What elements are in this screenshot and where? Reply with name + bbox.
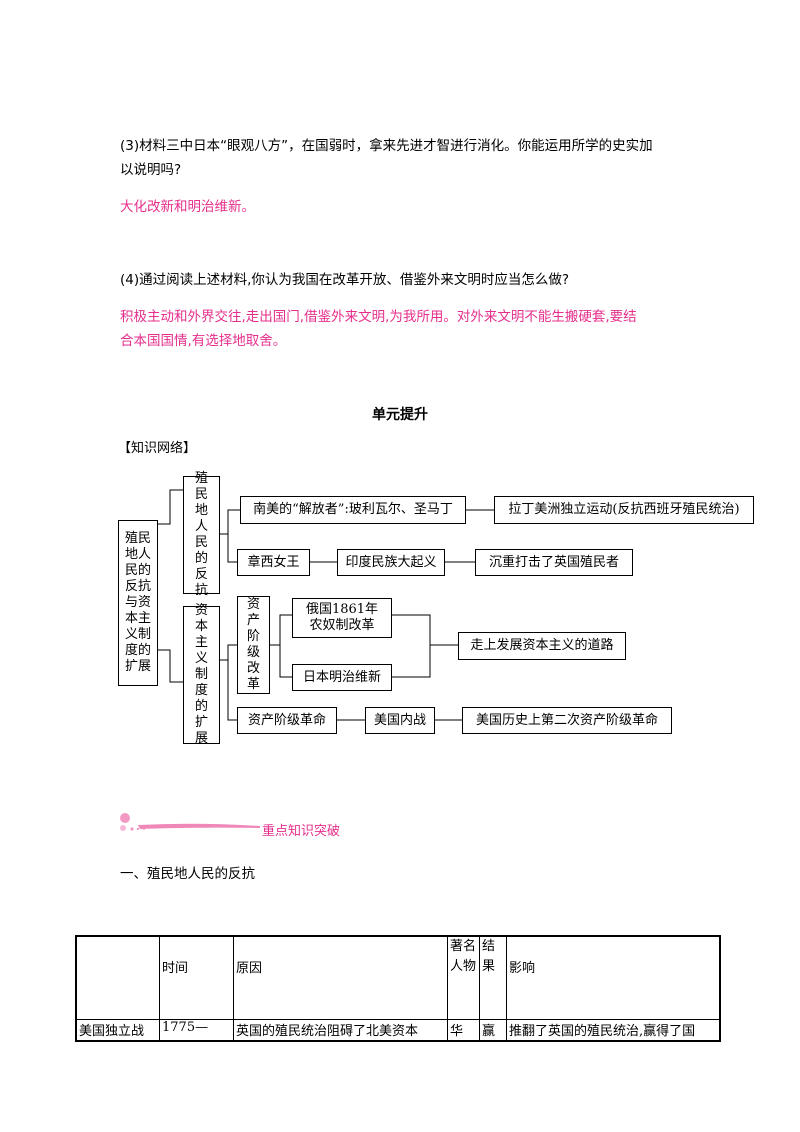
table-row: 美国独立战 1775— 英国的殖民统治阻碍了北美资本 华 赢 推翻了英国的殖民统… xyxy=(75,1019,721,1042)
resistance-table: 时间 原因 著名人物 结果 影响 美国独立战 1775— 英国的殖民统治阻碍了北… xyxy=(75,935,721,1042)
table-header-row: 时间 原因 著名人物 结果 影响 xyxy=(75,935,721,1020)
network-root: 殖民地人民的反抗与资本主义制度的扩展 xyxy=(118,520,158,686)
box-latin-america-independence: 拉丁美洲独立运动(反抗西班牙殖民统治) xyxy=(494,496,754,524)
cell-time: 1775— xyxy=(159,1019,234,1042)
header-cell-time: 时间 xyxy=(159,935,234,1020)
box-meiji-restoration: 日本明治维新 xyxy=(292,664,392,691)
q3-answer: 大化改新和明治维新。 xyxy=(120,199,255,215)
network-branch-colonial-resistance: 殖民地人民的反抗 xyxy=(183,471,220,598)
box-american-civil-war: 美国内战 xyxy=(365,707,435,734)
diagram-connector-lines xyxy=(158,489,494,721)
cell-impact: 推翻了英国的殖民统治,赢得了国 xyxy=(506,1019,721,1042)
network-branch-capitalism-expansion: 资本主义制度的扩展 xyxy=(183,603,220,746)
cell-result: 赢 xyxy=(479,1019,507,1042)
branch2-text: 资本主义制度的扩展 xyxy=(194,603,208,746)
header-cell-impact: 影响 xyxy=(506,935,721,1020)
cell-event: 美国独立战 xyxy=(75,1019,160,1042)
header-cell-figures: 著名人物 xyxy=(447,935,480,1020)
q3-line1: (3)材料三中日本“眼观八方”，在国弱时，拿来先进才智进行消化。你能运用所学的史… xyxy=(120,138,653,154)
cell-cause: 英国的殖民统治阻碍了北美资本 xyxy=(233,1019,448,1042)
section-heading-colonial-resistance: 一、殖民地人民的反抗 xyxy=(120,866,255,882)
box-rani-of-jhansi: 章西女王 xyxy=(237,549,310,576)
q3-line2: 以说明吗? xyxy=(120,162,182,178)
unit-title: 单元提升 xyxy=(372,407,428,423)
box-blow-to-british: 沉重打击了英国殖民者 xyxy=(475,549,633,576)
box-bourgeois-revolution: 资产阶级革命 xyxy=(237,707,337,734)
header-cell-result: 结果 xyxy=(479,935,507,1020)
box-bourgeois-reform: 资产阶级改革 xyxy=(237,596,270,694)
box-second-revolution: 美国历史上第二次资产阶级革命 xyxy=(462,707,672,734)
branch1-text: 殖民地人民的反抗 xyxy=(194,471,208,598)
highlight-heading: 重点知识突破 xyxy=(262,824,341,839)
box-liberators: 南美的“解放者”:玻利瓦尔、圣马丁 xyxy=(240,496,466,524)
network-label: 【知识网络】 xyxy=(118,441,197,456)
q4-answer-line1: 积极主动和外界交往,走出国门,借鉴外来文明,为我所用。对外来文明不能生搬硬套,要… xyxy=(120,309,637,325)
russia-text: 俄国1861年农奴制改革 xyxy=(305,602,379,633)
q4-question: (4)通过阅读上述材料,你认为我国在改革开放、借鉴外来文明时应当怎么做? xyxy=(120,272,570,288)
box-russia-serf-reform: 俄国1861年农奴制改革 xyxy=(292,598,392,638)
header-cell-cause: 原因 xyxy=(233,935,448,1020)
cell-figure: 华 xyxy=(447,1019,480,1042)
network-root-text: 殖民地人民的反抗与资本主义制度的扩展 xyxy=(124,531,151,674)
header-cell-blank xyxy=(75,935,160,1020)
box-indian-rebellion: 印度民族大起义 xyxy=(337,549,445,576)
q4-answer-line2: 合本国国情,有选择地取舍。 xyxy=(120,333,287,349)
box-capitalist-road: 走上发展资本主义的道路 xyxy=(458,632,626,660)
reform-text: 资产阶级改革 xyxy=(246,597,260,692)
heading-decoration-icon xyxy=(120,813,260,831)
